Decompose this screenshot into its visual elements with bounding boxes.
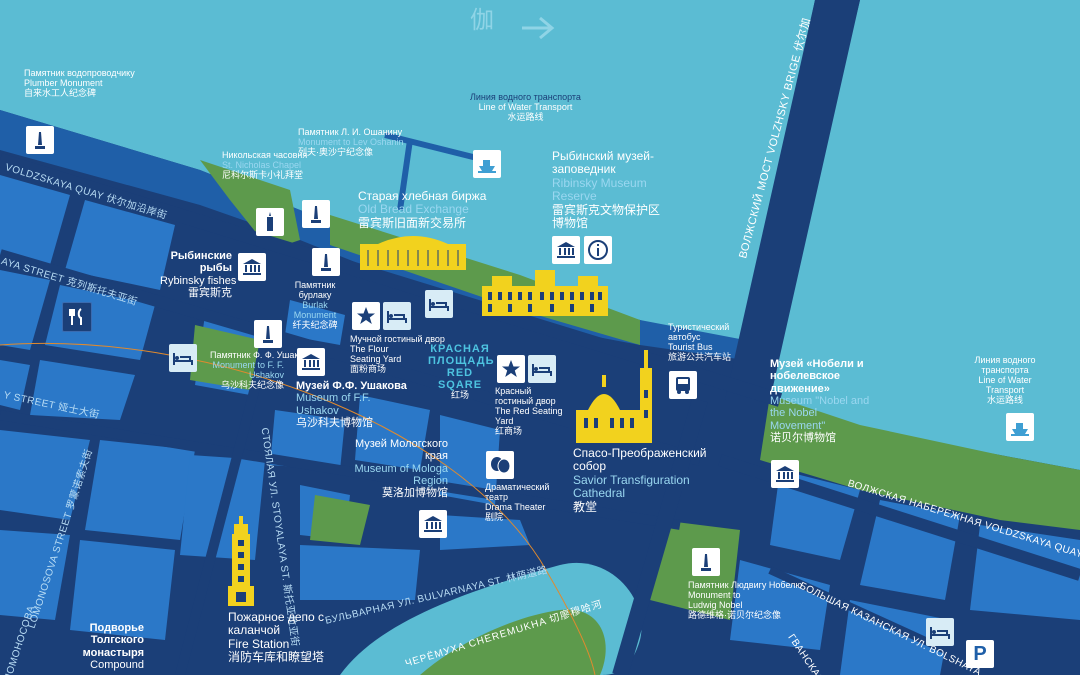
label-museum-reserve: Рыбинский музей-заповедник Ribinsky Muse… (552, 149, 661, 231)
label-fishes: Рыбинские рыбы Rybinsky fishes 雷宾斯克 (160, 250, 237, 299)
museum-reserve-building[interactable] (480, 268, 610, 318)
label-nobel-monument: Памятник Людвигу Нобелю Monument to Ludw… (688, 580, 803, 621)
label-red-yard: Красный гостиный двор The Red Seating Ya… (495, 386, 563, 437)
bed-icon[interactable] (169, 344, 197, 372)
river-glyph: 伽 (470, 7, 495, 34)
star-icon[interactable] (497, 355, 525, 383)
label-ushakov-museum: Музей Ф.Ф. Ушакова Museum of F.F. Ushako… (296, 380, 407, 429)
arrow-icon (522, 16, 555, 40)
bread-exchange-building[interactable] (358, 230, 468, 272)
obelisk-icon[interactable] (254, 320, 282, 348)
label-mologa: Музей Мологского края Museum of Mologa R… (354, 438, 448, 500)
museum-icon[interactable] (238, 253, 266, 281)
label-flour-yard: Мучной гостиный двор The Flour Seating Y… (350, 334, 445, 375)
cathedral-building[interactable] (574, 350, 664, 445)
pier (384, 132, 486, 163)
label-plumber: Памятник водопроводчику Plumber Monument… (24, 68, 135, 99)
bed-icon[interactable] (383, 302, 411, 330)
fire-tower-building[interactable] (226, 516, 256, 608)
obelisk-icon[interactable] (302, 200, 330, 228)
park-bulvar (310, 495, 370, 545)
fork-knife-icon[interactable] (62, 302, 92, 332)
label-water-line-2: Линия водного транспорта Line of Water T… (974, 355, 1036, 406)
label-bread-exchange: Старая хлебная биржа Old Bread Exchange … (358, 189, 487, 230)
label-ushakov-monument: Памятник Ф. Ф. Ушакову Monument to F. F.… (210, 350, 313, 391)
label-burlak: Памятник бурлаку Burlak Monument 纤夫纪念碑 (292, 280, 338, 331)
label-cathedral: Спасо-Преображенский собор Savior Transf… (573, 446, 707, 514)
label-fire-station: Пожарное депо с каланчой Fire Station 消防… (228, 610, 325, 665)
museum-icon[interactable] (419, 510, 447, 538)
bus-icon[interactable] (669, 371, 697, 399)
star-icon[interactable] (352, 302, 380, 330)
label-oshanin: Памятник Л. И. Ошанину Monument to Lev O… (298, 127, 404, 158)
label-chapel: Никольская часовня St. Nicholas Chapel 尼… (222, 150, 308, 181)
museum-icon[interactable] (552, 236, 580, 264)
label-drama: Драматический театр Drama Theater 剧院 (485, 482, 550, 523)
obelisk-icon[interactable] (312, 248, 340, 276)
label-compound: Подворье Толгского монастыря Compound (82, 622, 144, 671)
obelisk-icon[interactable] (26, 126, 54, 154)
bed-icon[interactable] (926, 618, 954, 646)
museum-icon[interactable] (297, 348, 325, 376)
volzhsky-bridge (725, 0, 860, 400)
volga-river-east (770, 0, 1080, 470)
pier-2 (397, 139, 413, 211)
bed-icon[interactable] (528, 355, 556, 383)
route-line (0, 342, 596, 675)
label-water-line-1: Линия водного транспорта Line of Water T… (470, 92, 581, 123)
park-strip-east (760, 395, 1080, 530)
bed-icon[interactable] (425, 290, 453, 318)
ship-icon[interactable] (1006, 413, 1034, 441)
museum-icon[interactable] (771, 460, 799, 488)
label-red-square: КРАСНАЯ ПЛОЩАДЬ RED SQARE 红场 (428, 343, 495, 401)
parking-icon[interactable]: P (966, 640, 994, 668)
label-bus: Туристический автобус Tourist Bus 旅游公共汽车… (668, 322, 732, 363)
masks-icon[interactable] (486, 451, 514, 479)
chapel-icon[interactable] (256, 208, 284, 236)
info-icon[interactable] (584, 236, 612, 264)
obelisk-icon[interactable] (692, 548, 720, 576)
label-nobel-museum: Музей «Нобели и нобелевское движение» Mu… (770, 358, 870, 444)
ship-icon[interactable] (473, 150, 501, 178)
park-ushakov (190, 325, 260, 390)
riverbank-park (0, 110, 745, 360)
